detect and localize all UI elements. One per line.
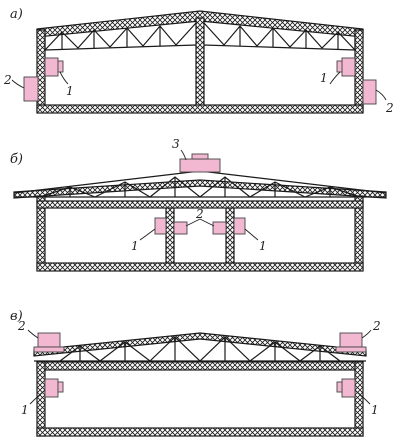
panel-a-left-truss <box>44 22 197 52</box>
panel-c-label-2-right: 2 <box>372 319 381 333</box>
panel-a: а) <box>3 7 394 115</box>
panel-c-label-1-left: 1 <box>21 403 29 417</box>
panel-a-floor <box>36 104 364 114</box>
panel-c-leader-1-right <box>354 389 371 405</box>
panel-c-leader-2-right <box>361 329 372 339</box>
panel-a-unit-1-left <box>44 57 59 77</box>
panel-b-inner-wall-left <box>165 200 175 271</box>
panel-c-unit-1-right-cap <box>336 381 343 393</box>
panel-b-label: б) <box>10 152 23 167</box>
panel-b-label-1-left: 1 <box>131 239 139 253</box>
panel-c-roof <box>33 332 367 357</box>
panel-a-unit-1-right <box>341 57 356 77</box>
panel-b-label-1-right: 1 <box>259 239 267 253</box>
panel-c-floor <box>36 427 364 437</box>
panel-b-leader-2b <box>199 218 215 227</box>
panel-c-unit-1-left-cap <box>57 381 64 393</box>
panel-b-unit-2-left <box>173 221 188 235</box>
panel-c-unit-2-left <box>37 332 61 348</box>
panel-b-floor <box>36 262 364 272</box>
panel-b-inner-wall-right <box>225 200 235 271</box>
panel-b-leader-1-right <box>244 228 259 241</box>
panel-a-right-truss <box>203 22 356 52</box>
panel-c: в) 2 <box>10 309 381 437</box>
panel-b-unit-1-left <box>154 217 167 235</box>
panel-c-truss <box>34 336 366 362</box>
panel-b-unit-3-cap <box>191 153 209 160</box>
panel-a-right-wall <box>354 29 364 113</box>
panel-a-label-2-right: 2 <box>385 101 394 115</box>
panel-c-unit-1-right <box>341 378 356 398</box>
panel-a-leader-1-right <box>329 71 341 85</box>
panel-b-leader-1-left <box>139 228 156 241</box>
panel-b-leader-2a <box>185 218 201 227</box>
panel-b-label-2: 2 <box>195 207 204 221</box>
panel-a-leader-2-right <box>375 89 387 101</box>
panel-c-label: в) <box>10 309 23 324</box>
panel-c-unit-2-right-base <box>335 346 367 353</box>
panel-a-label: а) <box>10 7 23 22</box>
panel-c-leader-1-left <box>29 389 46 405</box>
panel-a-unit-2-left <box>23 76 39 102</box>
panel-a-label-1-left: 1 <box>66 84 74 98</box>
panel-b-unit-1-right <box>233 217 246 235</box>
panel-a-center-wall <box>195 17 205 113</box>
panel-b-unit-3 <box>179 158 221 173</box>
panel-c-ceiling <box>36 361 364 371</box>
panel-b-truss <box>13 170 387 198</box>
panel-c-label-1-right: 1 <box>371 403 379 417</box>
panel-c-unit-2-left-base <box>33 346 65 353</box>
panel-a-unit-2-right <box>362 79 377 105</box>
panel-b-roof <box>13 179 387 199</box>
panel-c-unit-2-right <box>339 332 363 348</box>
panel-c-label-2-left: 2 <box>17 319 26 333</box>
panel-c-unit-1-left <box>44 378 59 398</box>
panel-a-leader-2-left <box>11 79 25 89</box>
panel-b-unit-2-right <box>212 221 227 235</box>
panel-a-unit-1-left-cap <box>57 60 64 73</box>
panel-a-label-2-left: 2 <box>3 73 12 87</box>
panel-b-ceiling <box>36 200 364 209</box>
panel-b-label-3: 3 <box>172 137 180 151</box>
panel-c-leader-2-left <box>27 329 39 339</box>
panel-c-left-wall <box>36 361 46 437</box>
panel-a-leader-1-left <box>59 71 69 85</box>
panel-a-label-1-right: 1 <box>320 71 328 85</box>
panel-c-right-wall <box>354 361 364 437</box>
panel-b: б) <box>10 137 387 272</box>
panel-a-unit-1-right-cap <box>336 60 343 73</box>
panel-b-leader-3 <box>180 149 187 161</box>
